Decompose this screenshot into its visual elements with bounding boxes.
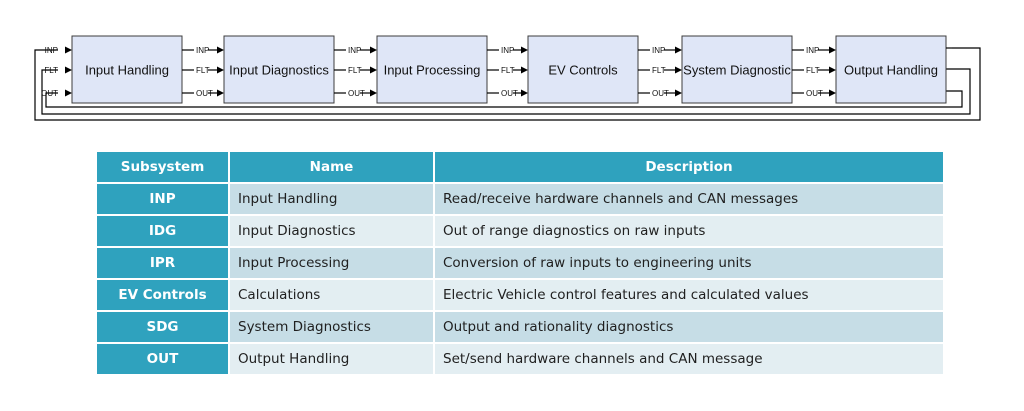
subsystem-table: Subsystem Name Description INP Input Han…	[95, 150, 945, 376]
header-name: Name	[230, 152, 433, 182]
port-label-inp: INP	[806, 46, 819, 55]
port-label-inp: INP	[501, 46, 514, 55]
subsystem-description-cell: Conversion of raw inputs to engineering …	[435, 248, 943, 278]
subsystem-description-cell: Read/receive hardware channels and CAN m…	[435, 184, 943, 214]
subsystem-code-cell: IPR	[97, 248, 228, 278]
port-label-flt: FLT	[348, 66, 362, 75]
feedback-wire-out	[45, 90, 963, 108]
port-label-inp: INP	[348, 46, 361, 55]
port-arrow	[675, 66, 682, 74]
port-arrow	[370, 89, 377, 97]
subsystem-code-cell: EV Controls	[97, 280, 228, 310]
subsystem-description-cell: Output and rationality diagnostics	[435, 312, 943, 342]
port-arrow	[521, 46, 528, 54]
port-arrow	[217, 46, 224, 54]
block-label: Input Processing	[384, 63, 481, 78]
port-arrow	[65, 46, 72, 54]
port-label-out: OUT	[41, 89, 58, 98]
port-label-out: OUT	[806, 89, 823, 98]
port-arrow	[521, 66, 528, 74]
port-label-inp: INP	[652, 46, 665, 55]
port-arrow	[829, 89, 836, 97]
subsystem-code-cell: INP	[97, 184, 228, 214]
table-row: SDG System Diagnostics Output and ration…	[97, 312, 943, 342]
header-description: Description	[435, 152, 943, 182]
block-label: Input Diagnostics	[229, 63, 329, 78]
subsystem-description-cell: Out of range diagnostics on raw inputs	[435, 216, 943, 246]
table-header-row: Subsystem Name Description	[97, 152, 943, 182]
port-arrow	[675, 89, 682, 97]
subsystem-name-cell: System Diagnostics	[230, 312, 433, 342]
subsystem-name-cell: Output Handling	[230, 344, 433, 374]
block-label: System Diagnostic	[683, 63, 791, 78]
port-label-out: OUT	[501, 89, 518, 98]
outer-frame-wire	[34, 47, 981, 121]
port-arrow	[829, 66, 836, 74]
port-arrow	[521, 89, 528, 97]
port-label-out: OUT	[196, 89, 213, 98]
table-row: IPR Input Processing Conversion of raw i…	[97, 248, 943, 278]
block-2	[223, 35, 335, 104]
port-arrow	[675, 46, 682, 54]
subsystem-name-cell: Calculations	[230, 280, 433, 310]
block-label: Output Handling	[844, 63, 938, 78]
block-3	[376, 35, 488, 104]
subsystem-description-cell: Electric Vehicle control features and ca…	[435, 280, 943, 310]
subsystem-code-cell: OUT	[97, 344, 228, 374]
subsystem-code-cell: IDG	[97, 216, 228, 246]
port-label-flt: FLT	[196, 66, 210, 75]
table-row: EV Controls Calculations Electric Vehicl…	[97, 280, 943, 310]
subsystem-description-cell: Set/send hardware channels and CAN messa…	[435, 344, 943, 374]
port-arrow	[65, 66, 72, 74]
port-label-inp: INP	[45, 46, 58, 55]
table-row: INP Input Handling Read/receive hardware…	[97, 184, 943, 214]
port-label-inp: INP	[196, 46, 209, 55]
port-label-flt: FLT	[806, 66, 820, 75]
table-row: IDG Input Diagnostics Out of range diagn…	[97, 216, 943, 246]
port-label-flt: FLT	[652, 66, 666, 75]
subsystem-code-cell: SDG	[97, 312, 228, 342]
block-label: Input Handling	[85, 63, 169, 78]
port-arrow	[217, 89, 224, 97]
port-label-out: OUT	[348, 89, 365, 98]
header-subsystem: Subsystem	[97, 152, 228, 182]
port-arrow	[829, 46, 836, 54]
block-5	[681, 35, 793, 104]
port-label-flt: FLT	[44, 66, 58, 75]
block-6	[835, 35, 947, 104]
block-label: EV Controls	[548, 63, 618, 78]
block-4	[527, 35, 639, 104]
block-diagram: INP FLT OUT Input Handling INP FLT OUT Input Di…	[34, 35, 981, 121]
port-label-flt: FLT	[501, 66, 515, 75]
block-1	[71, 35, 183, 104]
port-arrow	[370, 66, 377, 74]
feedback-wire-flt	[41, 68, 971, 115]
table-row: OUT Output Handling Set/send hardware ch…	[97, 344, 943, 374]
port-label-out: OUT	[652, 89, 669, 98]
subsystem-name-cell: Input Processing	[230, 248, 433, 278]
port-arrow	[370, 46, 377, 54]
port-arrow	[217, 66, 224, 74]
subsystem-name-cell: Input Handling	[230, 184, 433, 214]
subsystem-name-cell: Input Diagnostics	[230, 216, 433, 246]
port-arrow	[65, 89, 72, 97]
